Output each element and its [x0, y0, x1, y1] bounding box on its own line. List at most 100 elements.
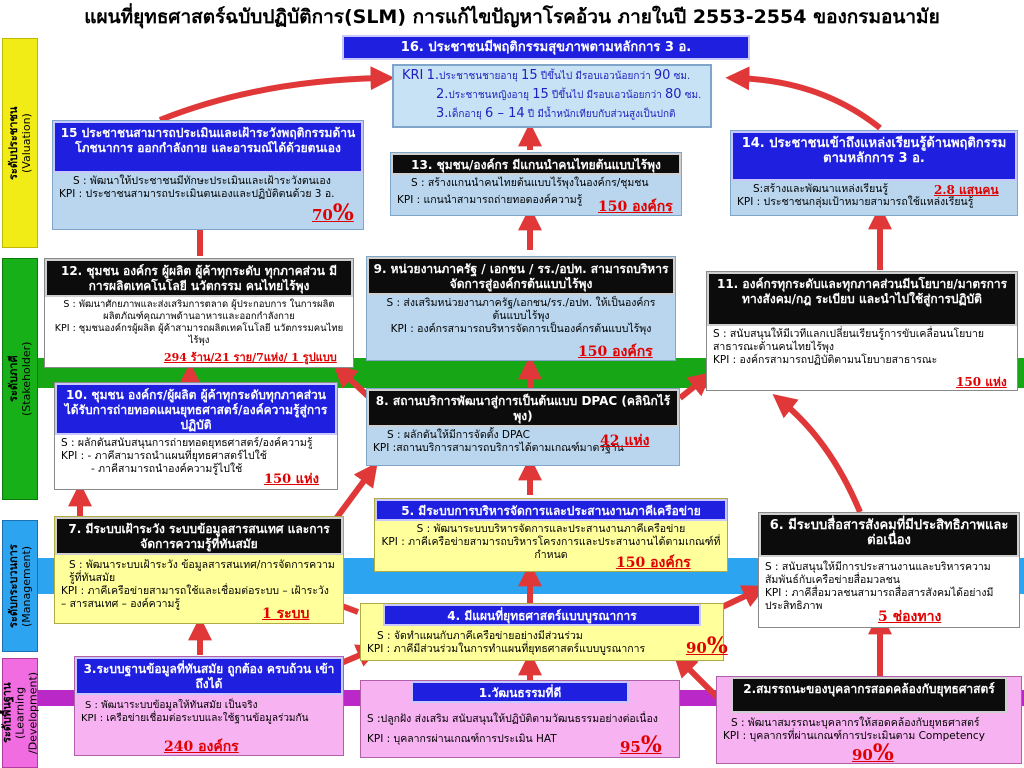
objective-15-title: 15 ประชาชนสามารถประเมินและเฝ้าระวังพฤติก… [53, 121, 363, 173]
objective-10-strategy: S : ผลักดันสนับสนุนการถ่ายทอดยุทธศาสตร์/… [61, 437, 313, 449]
objective-2-body: S : พัฒนาสมรรถนะบุคลากรให้สอดคล้องกับยุท… [717, 715, 1021, 755]
objective-8-target: 42 แห่ง [600, 433, 650, 449]
objective-4-strategy: S : จัดทำแผนกับภาคีเครือข่ายอย่างมีส่วนร… [377, 630, 583, 642]
kri-box: KRI 1.ประชาชนชายอายุ 15 ปีขึ้นไป มีรอบเอ… [392, 64, 712, 128]
objective-13-title: 13. ชุมชน/องค์กร มีแกนนำคนไทยต้นแบบไร้พุ… [391, 153, 681, 175]
objective-6-target: 5 ช่องทาง [878, 609, 942, 625]
objective-7: 7. มีระบบเฝ้าระวัง ระบบข้อมูลสารสนเทศ แล… [54, 516, 344, 624]
arrow-6-to-11 [772, 394, 863, 514]
objective-2-title: 2.สมรรถนะของบุคลากรสอดคล้องกับยุทธศาสตร์ [731, 677, 1007, 713]
objective-13: 13. ชุมชน/องค์กร มีแกนนำคนไทยต้นแบบไร้พุ… [390, 152, 682, 216]
objective-13-kpi: KPI : แกนนำสามารถถ่ายทอดองค์ความรู้ [397, 194, 583, 206]
objective-10: 10. ชุมชน องค์กร/ผู้ผลิต ผู้ค้าทุกระดับท… [54, 382, 338, 490]
objective-14-kpi: KPI : ประชาชนกลุ่มเป้าหมายสามารถใช้แหล่ง… [737, 196, 974, 208]
arrow-8-to-12 [332, 363, 373, 401]
objective-1-target: 95% [620, 732, 662, 758]
objective-3-kpi: KPI : เครือข่ายเชื่อมต่อระบบและใช้ฐานข้อ… [81, 713, 309, 724]
objective-1-body: S :ปลูกฝัง ส่งเสริม สนับสนุนให้ปฏิบัติตา… [361, 707, 679, 757]
page-title: แผนที่ยุทธศาสตร์ฉบับปฏิบัติการ(SLM) การแ… [84, 6, 940, 28]
objective-7-kpi: KPI : ภาคีเครือข่ายสามารถใช้และเชื่อมต่อ… [61, 585, 329, 610]
objective-7-title: 7. มีระบบเฝ้าระวัง ระบบข้อมูลสารสนเทศ แล… [55, 517, 343, 555]
arrow-4-to-6 [718, 585, 767, 611]
objective-10-kpi-1: KPI : - ภาคีสามารถนำแผนที่ยุทธศาสตร์ไปใช… [61, 450, 267, 462]
objective-6-kpi: KPI : ภาคีสื่อมวลชนสามารถสื่อสารสังคมได้… [765, 587, 994, 612]
objective-5-kpi: KPI : ภาคีเครือข่ายสามารถบริหารโครงการแล… [381, 536, 721, 561]
objective-5-title: 5. มีระบบการบริหารจัดการและประสานงานภาคี… [375, 499, 727, 521]
objective-11-target: 150 แห่ง [956, 375, 1007, 389]
objective-9-kpi: KPI : องค์กรสามารถบริหารจัดการเป็นองค์กร… [390, 323, 652, 335]
objective-11-body: S : สนับสนุนให้มีเวทีแลกเปลี่ยนเรียนรู้ก… [707, 326, 1017, 390]
kri-label: KRI [402, 68, 424, 83]
objective-3-body: S : พัฒนาระบบข้อมูลให้ทันสมัย เป็นจริง K… [75, 697, 343, 755]
objective-10-title: 10. ชุมชน องค์กร/ผู้ผลิต ผู้ค้าทุกระดับท… [55, 383, 337, 435]
objective-1-kpi: KPI : บุคลากรผ่านเกณฑ์การประเมิน HAT [367, 733, 557, 745]
objective-9: 9. หน่วยงานภาครัฐ / เอกชน / รร./อปท. สาม… [366, 256, 676, 361]
objective-11-strategy: S : สนับสนุนให้มีเวทีแลกเปลี่ยนเรียนรู้ก… [713, 328, 984, 353]
objective-13-strategy: S : สร้างแกนนำคนไทยต้นแบบไร้พุงในองค์กร/… [411, 177, 649, 189]
objective-12-title: 12. ชุมชน องค์กร ผู้ผลิต ผู้ค้าทุกระดับ … [45, 259, 353, 297]
arrow-7-to-9 [332, 462, 378, 522]
objective-14-target: 2.8 แสนคน [934, 183, 999, 197]
objective-2-target: 90% [852, 740, 894, 766]
objective-4-target: 90% [686, 633, 728, 659]
objective-12-kpi: KPI : ชุมชนองค์กรผู้ผลิต ผู้ค้าสามารถผลิ… [54, 323, 344, 346]
objective-9-strategy: S : ส่งเสริมหน่วยงานภาครัฐ/เอกชน/รร./อปท… [386, 297, 656, 322]
objective-1: 1.วัฒนธรรมที่ดี S :ปลูกฝัง ส่งเสริม สนับ… [360, 680, 680, 758]
objective-9-body: S : ส่งเสริมหน่วยงานภาครัฐ/เอกชน/รร./อปท… [367, 295, 675, 360]
arrow-8-to-11 [678, 372, 713, 401]
objective-7-target: 1 ระบบ [262, 606, 310, 622]
kri-line-1: KRI 1.ประชาชนชายอายุ 15 ปีขึ้นไป มีรอบเอ… [402, 68, 691, 83]
objective-3: 3.ระบบฐานข้อมูลที่ทันสมัย ถูกต้อง ครบถ้ว… [74, 656, 344, 756]
objective-9-target: 150 องค์กร [578, 344, 653, 360]
objective-15-body: S : พัฒนาให้ประชาชนมีทักษะประเมินและเฝ้า… [53, 173, 363, 229]
objective-8-kpi: KPI :สถานบริการสามารถบริการได้ตามเกณฑ์มา… [373, 442, 624, 454]
objective-4-body: S : จัดทำแผนกับภาคีเครือข่ายอย่างมีส่วนร… [361, 628, 723, 660]
objective-5: 5. มีระบบการบริหารจัดการและประสานงานภาคี… [374, 498, 728, 572]
objective-2-strategy: S : พัฒนาสมรรถนะบุคลากรให้สอดคล้องกับยุท… [731, 717, 980, 729]
objective-1-title: 1.วัฒนธรรมที่ดี [411, 681, 629, 703]
objective-5-target: 150 องค์กร [616, 555, 691, 571]
arrow-14-to-16 [725, 66, 882, 131]
objective-2: 2.สมรรถนะของบุคลากรสอดคล้องกับยุทธศาสตร์… [716, 676, 1022, 764]
objective-3-strategy: S : พัฒนาระบบข้อมูลให้ทันสมัย เป็นจริง [85, 700, 258, 711]
objective-12-target: 294 ร้าน/21 ราย/7แห่ง/ 1 รูปแบบ [164, 351, 337, 364]
objective-16: 16. ประชาชนมีพฤติกรรมสุขภาพตามหลักการ 3 … [342, 35, 750, 60]
objective-8-body: S : ผลักดันให้มีการจัดตั้ง DPAC KPI :สถา… [367, 427, 679, 465]
objective-10-kpi-2: - ภาคีสามารถนำองค์ความรู้ไปใช้ [91, 463, 243, 475]
objective-6: 6. มีระบบสื่อสารสังคมที่มีประสิทธิภาพและ… [758, 512, 1020, 628]
objective-15: 15 ประชาชนสามารถประเมินและเฝ้าระวังพฤติก… [52, 120, 364, 230]
objective-12-body: S : พัฒนาศักยภาพและส่งเสริมการตลาด ผู้ปร… [45, 297, 353, 367]
objective-13-body: S : สร้างแกนนำคนไทยต้นแบบไร้พุงในองค์กร/… [391, 175, 681, 215]
objective-12-strategy: S : พัฒนาศักยภาพและส่งเสริมการตลาด ผู้ปร… [63, 299, 335, 322]
objective-8-title: 8. สถานบริการพัฒนาสู่การเป็นต้นแบบ DPAC … [367, 389, 679, 427]
objective-13-target: 150 องค์กร [598, 199, 673, 215]
objective-1-strategy: S :ปลูกฝัง ส่งเสริม สนับสนุนให้ปฏิบัติตา… [367, 713, 658, 725]
objective-7-body: S : พัฒนาระบบเฝ้าระวัง ข้อมูลสารสนเทศ/กา… [55, 557, 343, 623]
objective-7-strategy: S : พัฒนาระบบเฝ้าระวัง ข้อมูลสารสนเทศ/กา… [69, 559, 335, 584]
objective-6-title: 6. มีระบบสื่อสารสังคมที่มีประสิทธิภาพและ… [759, 513, 1019, 557]
objective-14-title: 14. ประชาชนเข้าถึงแหล่งเรียนรู้ด้านพฤติก… [731, 131, 1017, 181]
objective-15-kpi: KPI : ประชาชนสามารถประเมินตนเองและปฏิบัต… [59, 188, 335, 200]
objective-10-body: S : ผลักดันสนับสนุนการถ่ายทอดยุทธศาสตร์/… [55, 435, 337, 489]
kri-line-3: 3.เด็กอายุ 6 – 14 ปี มีน้ำหนักเทียบกับส่… [436, 106, 676, 121]
objective-4-title: 4. มีแผนที่ยุทธศาสตร์แบบบูรณาการ [383, 604, 701, 626]
kri-line-2: 2.ประชาชนหญิงอายุ 15 ปีขึ้นไป มีรอบเอวน้… [436, 87, 702, 102]
objective-8-strategy: S : ผลักดันให้มีการจัดตั้ง DPAC [387, 429, 531, 441]
objective-4-kpi: KPI : ภาคีมีส่วนร่วมในการทำแผนที่ยุทธศาส… [367, 643, 646, 655]
arrow-2-to-4 [673, 653, 723, 703]
objective-6-body: S : สนับสนุนให้มีการประสานงานและบริหารคว… [759, 559, 1019, 627]
objective-5-strategy: S : พัฒนาระบบบริหารจัดการและประสานงานภาค… [416, 523, 686, 535]
objective-6-strategy: S : สนับสนุนให้มีการประสานงานและบริหารคว… [765, 561, 991, 586]
objective-11-kpi: KPI : องค์กรสามารถปฏิบัติตามนโยบายสาธารณ… [713, 354, 938, 366]
objective-5-body: S : พัฒนาระบบบริหารจัดการและประสานงานภาค… [375, 521, 727, 571]
objective-11-title: 11. องค์กรทุกระดับและทุกภาคส่วนมีนโยบาย/… [707, 272, 1017, 326]
objective-15-target: 70% [312, 200, 354, 226]
objective-14: 14. ประชาชนเข้าถึงแหล่งเรียนรู้ด้านพฤติก… [730, 130, 1018, 216]
objective-14-strategy: S:สร้างและพัฒนาแหล่งเรียนรู้ [753, 183, 889, 195]
objective-8: 8. สถานบริการพัฒนาสู่การเป็นต้นแบบ DPAC … [366, 388, 680, 466]
objective-14-body: S:สร้างและพัฒนาแหล่งเรียนรู้ KPI : ประชา… [731, 181, 1017, 215]
objective-2-kpi: KPI : บุคลากรที่ผ่านเกณฑ์การประเมินตาม C… [723, 730, 985, 742]
arrow-15-to-16 [158, 66, 395, 123]
objective-3-title: 3.ระบบฐานข้อมูลที่ทันสมัย ถูกต้อง ครบถ้ว… [75, 657, 343, 695]
objective-12: 12. ชุมชน องค์กร ผู้ผลิต ผู้ค้าทุกระดับ … [44, 258, 354, 368]
